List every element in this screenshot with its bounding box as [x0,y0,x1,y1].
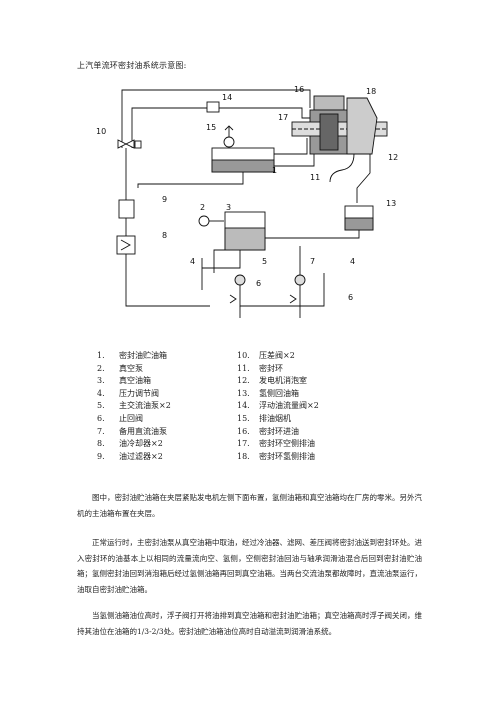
label-7: 7 [310,257,315,266]
body-paragraph: 当氢侧油箱油位高时，浮子阀打开将油排到真空油箱和密封油贮油箱；真空油箱高时浮子阀… [77,611,422,636]
label-17: 17 [278,113,288,122]
label-12: 12 [388,153,398,162]
pump-group [201,246,325,318]
legend-item: 4.压力调节阀 [97,388,159,398]
label-4b: 4 [350,257,355,266]
legend-item: 16.密封环进油 [237,426,299,436]
legend-item: 2.真空泵 [97,363,143,373]
legend-item: 3.真空油箱 [97,376,151,386]
differential-pressure-valve [117,139,142,149]
legend-item: 5.主交流油泵×2 [97,401,171,411]
body-paragraph: 图中，密封油贮油箱在夹层紧贴发电机左侧下面布置，氢侧油箱和真空油箱均在厂房的零米… [77,493,422,518]
legend-item: 15.排油烟机 [237,413,291,423]
label-18: 18 [366,87,376,96]
label-6a: 6 [256,279,261,288]
label-10: 10 [96,127,106,136]
label-16: 16 [294,85,304,94]
label-1: 1 [272,166,277,175]
legend-right-column: 10.压差阀×2 11.密封环 12.发电机消泡室 13.氢侧回油箱 14.浮动… [237,350,397,463]
label-15: 15 [206,123,216,132]
paragraph-oil-level: 当氢侧油箱油位高时，浮子阀打开将油排到真空油箱和密封油贮油箱；真空油箱高时浮子阀… [77,608,422,639]
label-11: 11 [310,173,320,182]
legend-item: 12.发电机消泡室 [237,376,307,386]
label-3: 3 [226,203,231,212]
legend-left-column: 1.密封油贮油箱 2.真空泵 3.真空油箱 4.压力调节阀 5.主交流油泵×2 … [97,350,237,463]
legend-item: 1.密封油贮油箱 [97,351,167,360]
label-14: 14 [222,93,232,102]
label-9: 9 [162,195,167,204]
seal-oil-system-diagram: 1 2 3 4 4 5 6 6 7 8 9 10 11 12 13 14 15 … [92,78,412,338]
hydrogen-side-return-line [261,154,374,239]
label-8: 8 [162,231,167,240]
legend-item: 7.备用直流油泵 [97,426,167,436]
vacuum-tank [198,211,282,273]
label-6b: 6 [348,293,353,302]
return-line [137,172,244,188]
storage-tank [211,125,315,173]
label-2: 2 [200,203,205,212]
generator-seal-assembly [291,95,388,183]
legend-item: 6.止回阀 [97,413,143,423]
legend-item: 14.浮动油流量阀×2 [237,401,319,411]
legend-item: 8.油冷却器×2 [97,439,163,449]
label-5: 5 [262,257,267,266]
legend-item: 13.氢侧回油箱 [237,388,299,398]
label-13: 13 [386,199,396,208]
legend-item: 18.密封环氢侧排油 [237,451,315,461]
filter-cooler-line [116,148,210,307]
page-title: 上汽单流环密封油系统示意图: [77,61,187,70]
legend-item: 17.密封环空侧排油 [237,439,315,449]
legend-item: 10.压差阀×2 [237,351,295,360]
legend-item: 11.密封环 [237,363,283,373]
paragraph-operation: 正常运行时，主密封油泵从真空油箱中取油，经过冷油器、滤网、差压阀将密封油送到密封… [77,535,422,597]
legend-item: 9.油过滤器×2 [97,451,163,461]
label-4a: 4 [190,257,195,266]
body-paragraph: 正常运行时，主密封油泵从真空油箱中取油，经过冷油器、滤网、差压阀将密封油送到密封… [77,538,422,594]
seal-oil-supply-line [121,89,311,148]
paragraph-layout: 图中，密封油贮油箱在夹层紧贴发电机左侧下面布置，氢侧油箱和真空油箱均在厂房的零米… [77,490,422,521]
